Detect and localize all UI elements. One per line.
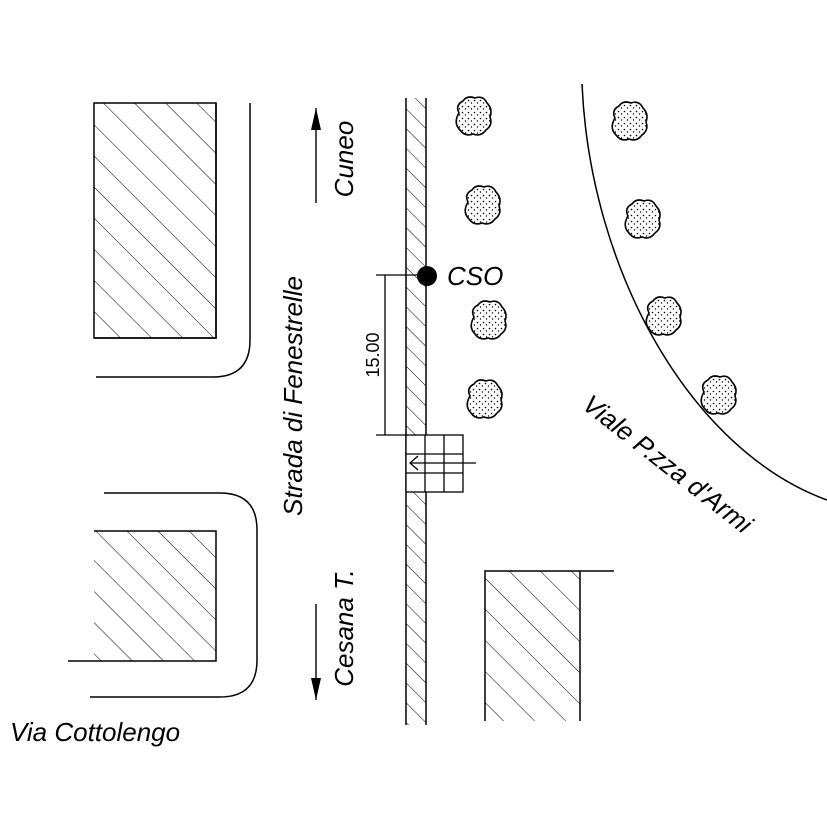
curb-bottom-left: [90, 492, 258, 698]
tree-icon: [466, 379, 503, 419]
arrow-north-icon: [311, 108, 321, 203]
cso-marker-icon: [417, 266, 437, 286]
direction-south-label: Cesana T.: [329, 569, 359, 687]
direction-north-label: Cuneo: [329, 121, 359, 198]
median-strip: [405, 98, 427, 725]
building-top-left: [93, 102, 217, 339]
building-bottom-left: [68, 530, 217, 662]
crossing-arrow-icon: [409, 455, 476, 471]
building-bottom-right: [484, 570, 614, 721]
curb-top-left: [96, 103, 251, 378]
street-left-label: Via Cottolengo: [10, 717, 180, 747]
dimension-label: 15.00: [363, 332, 383, 377]
arrow-south-icon: [311, 604, 321, 700]
tree-icon: [700, 375, 737, 415]
tree-icon: [645, 296, 682, 336]
tree-icon: [464, 185, 501, 225]
tree-icon: [611, 101, 648, 141]
cso-label: CSO: [447, 261, 503, 291]
avenue-curve: [581, 83, 827, 501]
tree-icon: [455, 96, 492, 136]
dimension-line: [376, 274, 420, 436]
street-right-label: Viale P.zza d'Armi: [577, 389, 759, 540]
tree-icon: [624, 199, 661, 239]
street-main-label: Strada di Fenestrelle: [278, 276, 308, 516]
tree-icon: [470, 300, 507, 340]
